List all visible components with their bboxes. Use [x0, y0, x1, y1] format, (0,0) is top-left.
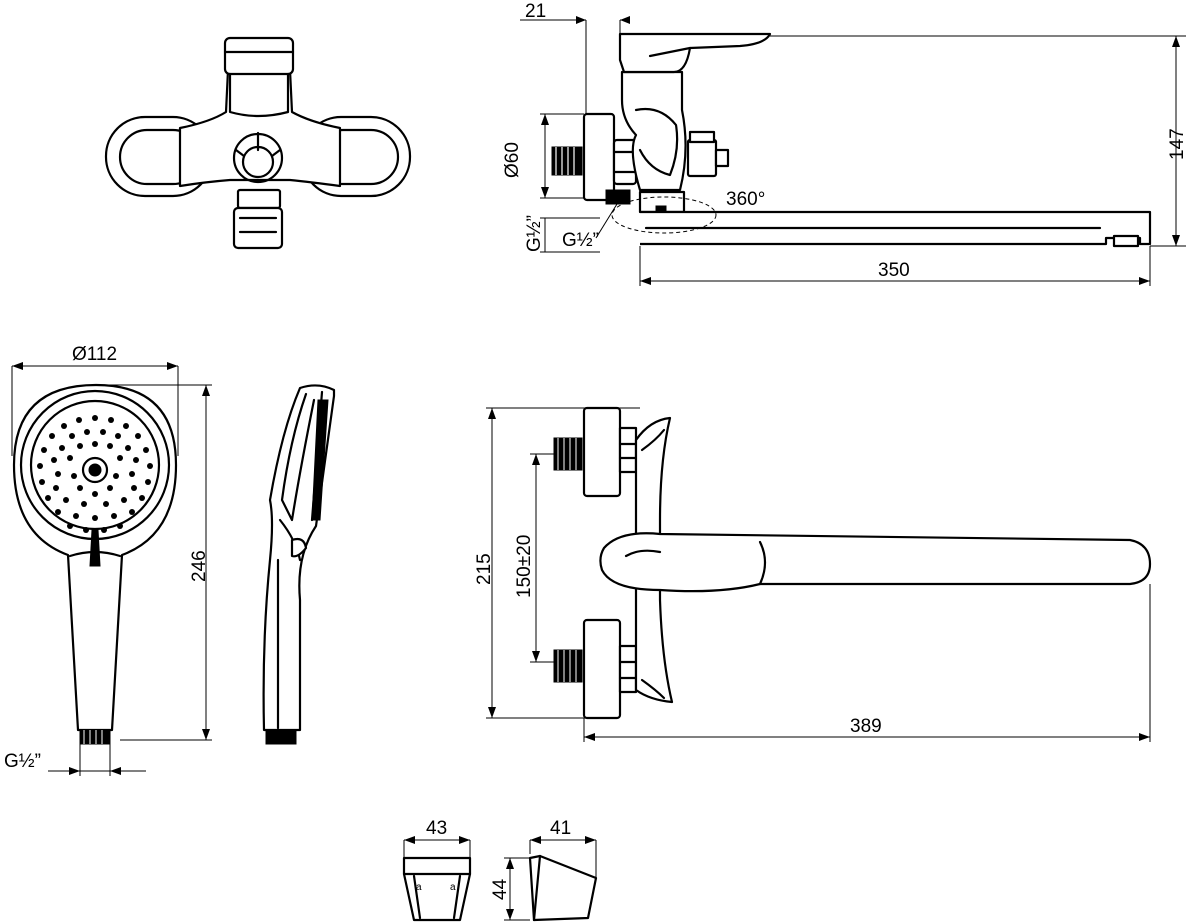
dim-center-distance: 150±20 [514, 535, 535, 598]
mixer-front-view [104, 36, 412, 250]
dim-top-offset: 21 [525, 1, 546, 22]
hand-shower-side-view [262, 384, 336, 745]
holder-side-view: 41 44 [490, 818, 598, 922]
mixer-side-view: 21 147 Ø60 G½” [502, 1, 1188, 286]
dim-height-total: 147 [1167, 128, 1188, 160]
dim-holder-depth: 41 [550, 818, 571, 839]
dim-holder-height: 44 [490, 878, 511, 900]
dim-mixer-height: 215 [474, 553, 495, 585]
svg-text:a: a [416, 882, 422, 893]
svg-text:a: a [450, 882, 456, 893]
hand-shower-front-view: Ø112 246 [4, 344, 212, 776]
dim-hand-shower-length: 246 [189, 550, 210, 582]
dim-hand-shower-thread: G½” [4, 751, 41, 772]
dim-holder-width: 43 [426, 818, 447, 839]
dim-overall-length: 389 [850, 716, 882, 737]
dim-head-diameter: Ø112 [72, 344, 117, 365]
dim-flange-diameter: Ø60 [502, 142, 523, 178]
dim-inlet-thread: G½” [524, 215, 545, 252]
dim-spout-length: 350 [878, 260, 910, 281]
dim-outlet-thread: G½” [562, 230, 599, 251]
nozzle-pattern [37, 415, 153, 533]
mixer-plan-view: 215 150±20 389 [474, 406, 1152, 742]
dim-rotation: 360° [726, 189, 765, 210]
holder-front-view: 43 a a [402, 818, 472, 922]
